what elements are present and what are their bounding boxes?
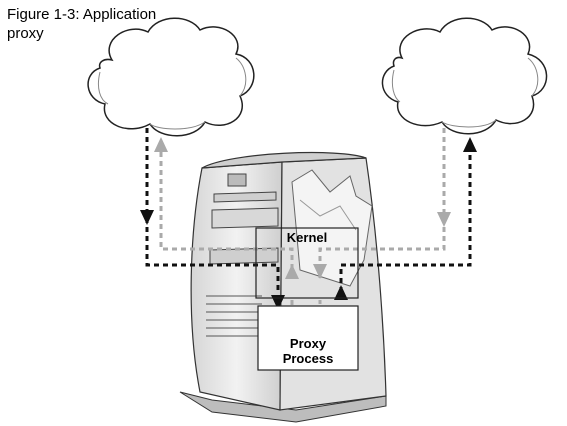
kernel-box <box>255 227 359 299</box>
figure-caption: Figure 1-3: Application proxy <box>7 6 157 42</box>
arrowhead-up-left-gray <box>154 137 168 152</box>
arrowhead-down-left <box>140 210 154 225</box>
arrowhead-down-proxy <box>271 295 285 310</box>
black-traffic-path <box>145 128 472 292</box>
gray-path-arrowheads <box>154 137 451 279</box>
black-path-arrowheads <box>140 137 477 310</box>
arrowhead-down-kernel-gray <box>313 264 327 279</box>
proxy-process-box <box>257 305 359 371</box>
arrowhead-up-right <box>463 137 477 152</box>
left-cloud-icon <box>87 17 255 137</box>
right-cloud-icon <box>381 17 548 135</box>
arrowhead-up-kernel-gray <box>285 264 299 279</box>
proxy-process-label: Proxy Process <box>282 336 334 366</box>
kernel-label: Kernel <box>286 230 328 245</box>
computer-tower-icon <box>179 151 387 423</box>
arrowhead-down-right-gray <box>437 212 451 227</box>
arrowhead-up-kernel <box>334 285 348 300</box>
